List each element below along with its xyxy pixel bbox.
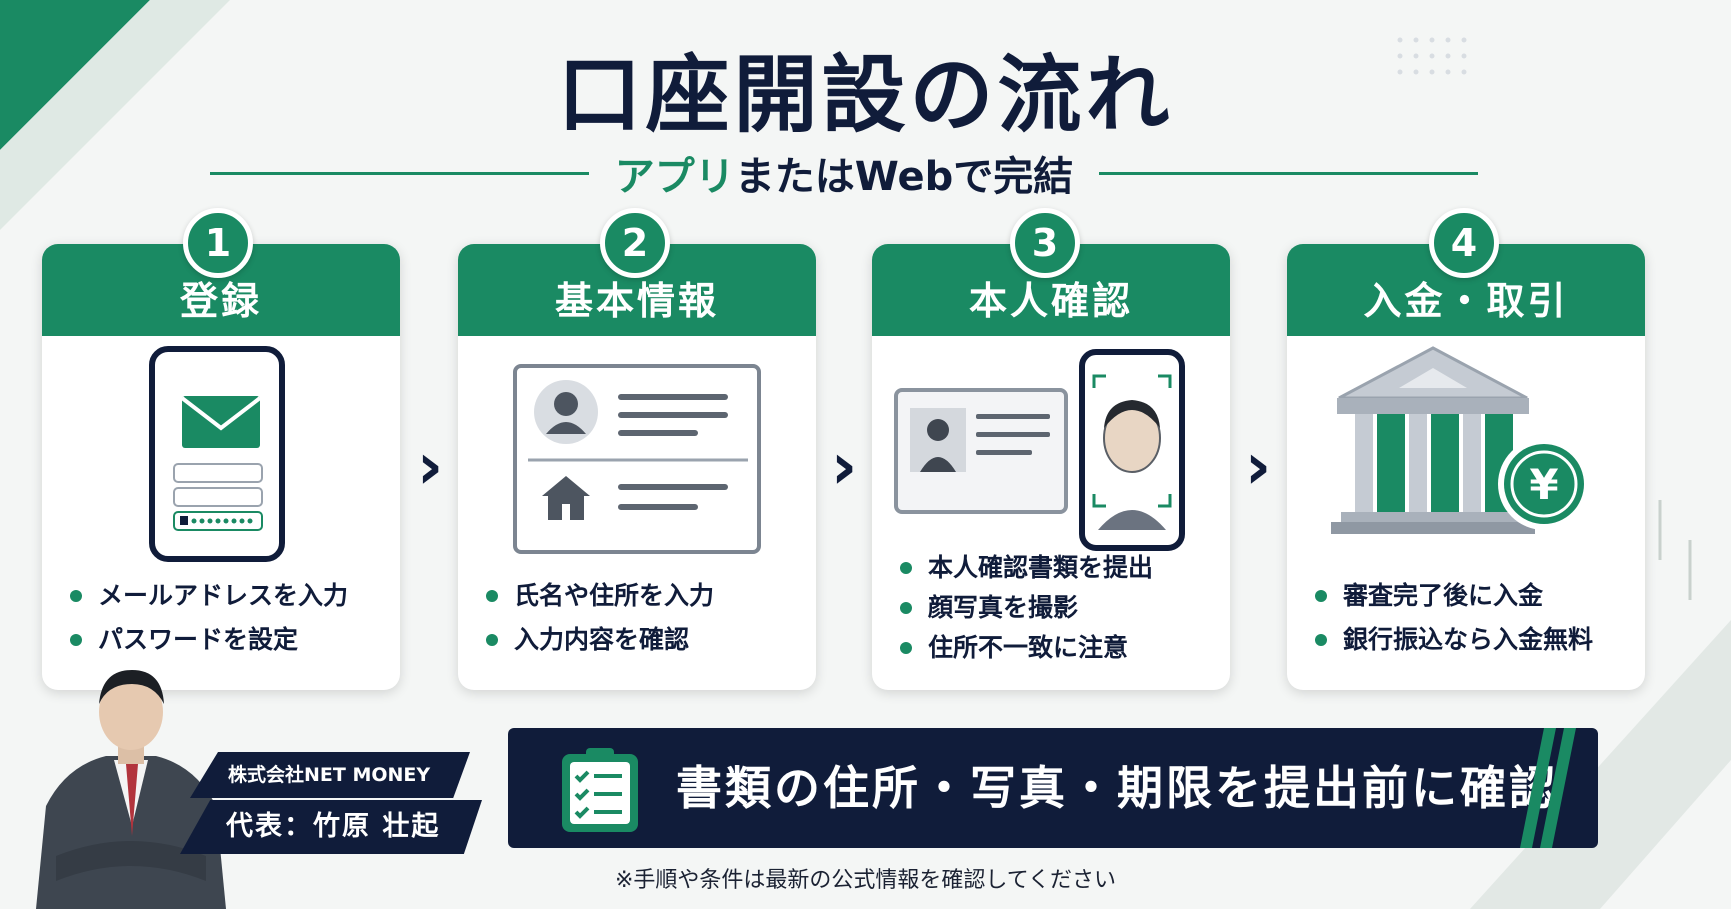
step-card-basic-info: 基本情報 氏名や住所を入力 入力内容を確認 [458,244,816,690]
step-number-badge: 4 [1429,208,1499,278]
subtitle: アプリまたはWebで完結 [589,144,1099,202]
bullet-dot [486,590,498,602]
step-bullet-list: 審査完了後に入金 銀行振込なら入金無料 [1315,574,1635,662]
subtitle-divider-left [210,171,589,175]
bullet-dot [1315,590,1327,602]
smartphone-email-icon [149,346,285,562]
bullet-text: 入力内容を確認 [514,625,690,654]
subtitle-accent: アプリ [614,154,735,200]
chevron-right-icon: › [1244,430,1272,504]
step-number-badge: 3 [1010,208,1080,278]
bullet-text: 顔写真を撮影 [928,593,1079,622]
svg-text:¥: ¥ [1529,460,1558,509]
bullet-dot [900,602,912,614]
subtitle-row: アプリまたはWebで完結 [210,148,1478,200]
company-name-plate: 株式会社NET MONEY [190,752,470,798]
bullet-dot [1315,634,1327,646]
step-card-deposit: 入金・取引 ¥ 審査完了後に入金 銀行振込なら入金無料 [1287,244,1645,690]
subtitle-divider-right [1099,171,1478,175]
list-item: 審査完了後に入金 [1315,574,1635,618]
list-item: パスワードを設定 [70,618,390,662]
chevron-right-icon: › [416,430,444,504]
list-item: 住所不一致に注意 [900,628,1220,668]
bullet-text: パスワードを設定 [98,625,299,654]
page-title: 口座開設の流れ [557,46,1174,144]
list-item: メールアドレスを入力 [70,574,390,618]
list-item: 顔写真を撮影 [900,588,1220,628]
bullet-dot [70,590,82,602]
bullet-dot [70,634,82,646]
step-bullet-list: メールアドレスを入力 パスワードを設定 [70,574,390,662]
bullet-dot [900,562,912,574]
tip-banner: 書類の住所・写真・期限を提出前に確認 [508,728,1598,848]
bullet-text: メールアドレスを入力 [98,581,349,610]
step-number-badge: 1 [183,208,253,278]
presenter-name-plate: 代表：竹原 壮起 [180,800,482,854]
list-item: 氏名や住所を入力 [486,574,806,618]
bullet-dot [486,634,498,646]
step-card-identity: 本人確認 本人確認書類を提出 顔写真を撮影 住所不一致に注意 [872,244,1230,690]
step-bullet-list: 本人確認書類を提出 顔写真を撮影 住所不一致に注意 [900,548,1220,668]
step-bullet-list: 氏名や住所を入力 入力内容を確認 [486,574,806,662]
profile-card-icon [513,364,761,554]
bank-yen-icon: ¥ [1331,346,1590,534]
id-face-verification-icon [894,349,1185,551]
bullet-text: 本人確認書類を提出 [928,553,1154,582]
list-item: 銀行振込なら入金無料 [1315,618,1635,662]
list-item: 入力内容を確認 [486,618,806,662]
bullet-text: 住所不一致に注意 [928,633,1129,662]
subtitle-rest: またはWebで完結 [734,154,1074,200]
step-card-register: 登録 メールアドレスを入力 パスワードを設定 [42,244,400,690]
footnote: ※手順や条件は最新の公式情報を確認してください [614,868,1117,893]
checklist-clipboard-icon [562,748,638,832]
bullet-text: 氏名や住所を入力 [514,581,715,610]
presenter-photo [36,670,226,909]
tip-text: 書類の住所・写真・期限を提出前に確認 [676,761,1558,815]
bullet-text: 銀行振込なら入金無料 [1343,625,1594,654]
bullet-text: 審査完了後に入金 [1343,581,1544,610]
chevron-right-icon: › [830,430,858,504]
step-number-badge: 2 [600,208,670,278]
bullet-dot [900,642,912,654]
list-item: 本人確認書類を提出 [900,548,1220,588]
banner-stripes [1520,728,1576,848]
